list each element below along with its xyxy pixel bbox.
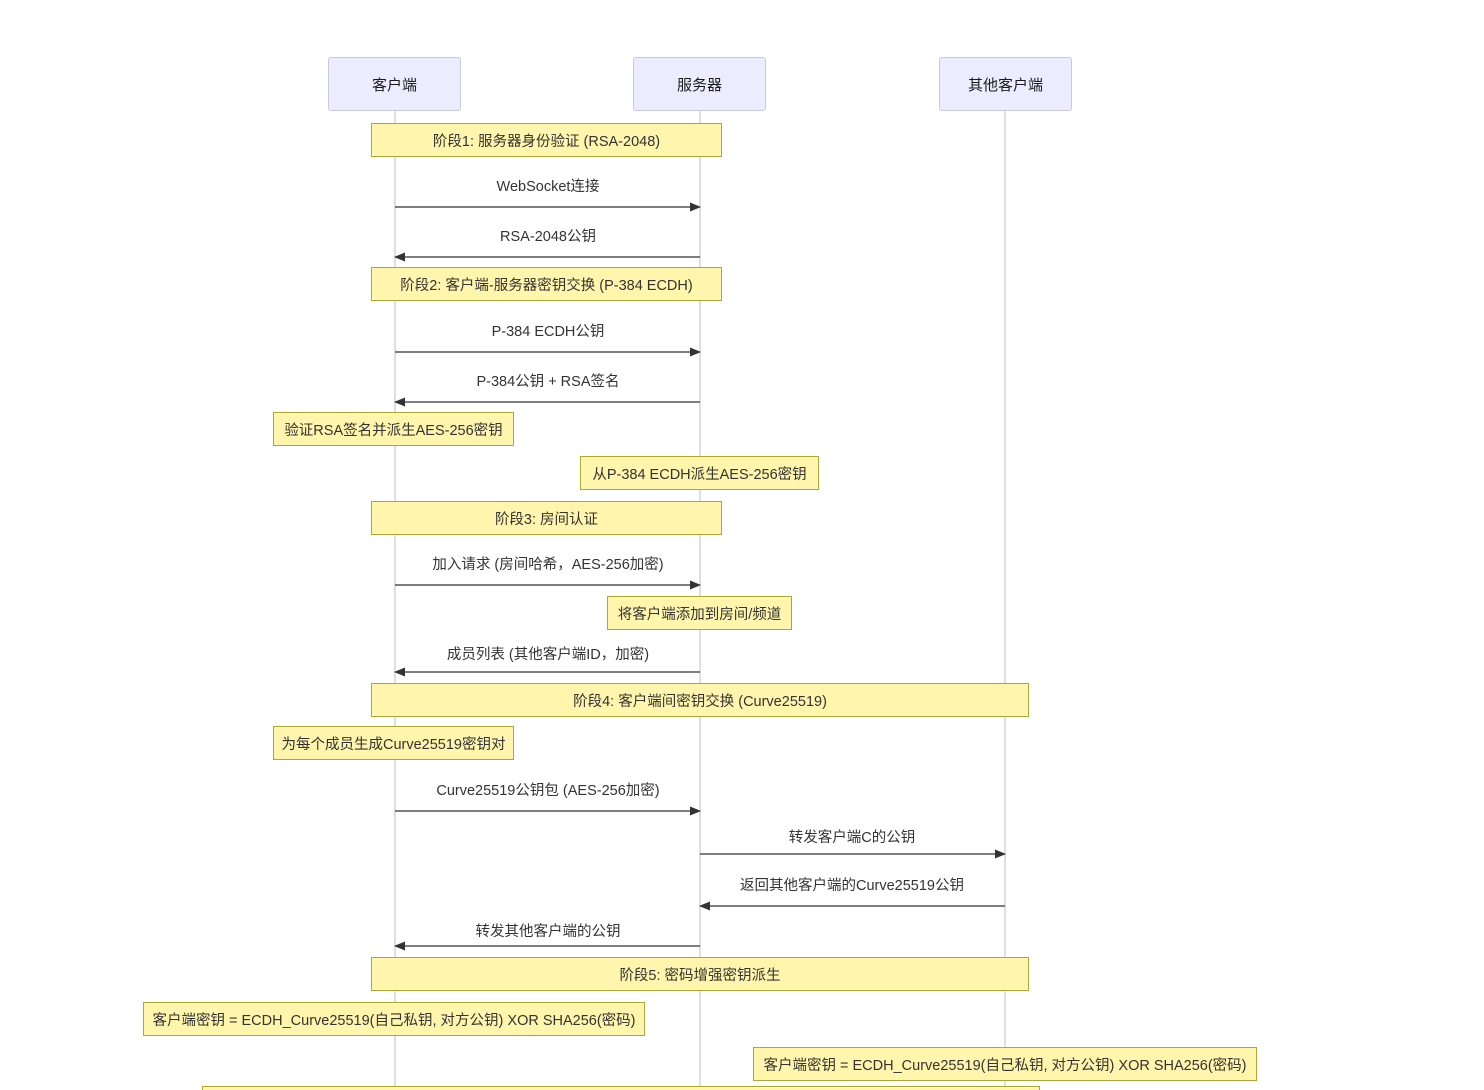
message-label: RSA-2048公钥 [500,229,596,245]
phase-note-2-label: 阶段2: 客户端-服务器密钥交换 (P-384 ECDH) [400,277,693,294]
message-label: Curve25519公钥包 (AES-256加密) [436,783,660,799]
message-label: 返回其他客户端的Curve25519公钥 [740,878,964,894]
message-label: P-384公钥 + RSA签名 [476,374,620,390]
note-generate-keypairs: 为每个成员生成Curve25519密钥对 [273,726,514,760]
phase-note-5-label: 阶段5: 密码增强密钥派生 [619,967,781,984]
phase-note-4-label: 阶段4: 客户端间密钥交换 (Curve25519) [573,693,827,710]
message-label: 成员列表 (其他客户端ID，加密) [446,647,650,663]
note-label: 从P-384 ECDH派生AES-256密钥 [592,466,807,483]
message-label: 转发其他客户端的公钥 [475,924,621,940]
message-label: P-384 ECDH公钥 [491,324,605,340]
phase-note-4: 阶段4: 客户端间密钥交换 (Curve25519) [371,683,1029,717]
note-client-key-formula-client: 客户端密钥 = ECDH_Curve25519(自己私钥, 对方公钥) XOR … [143,1002,645,1036]
phase-note-5: 阶段5: 密码增强密钥派生 [371,957,1029,991]
message-label: 转发客户端C的公钥 [788,830,916,846]
actor-label-server: 服务器 [676,76,722,94]
actor-box-client: 客户端 [328,57,461,111]
note-derive-aes: 从P-384 ECDH派生AES-256密钥 [580,456,819,490]
actor-label-client: 客户端 [371,76,417,94]
note-label: 客户端密钥 = ECDH_Curve25519(自己私钥, 对方公钥) XOR … [763,1057,1247,1074]
phase-note-3-label: 阶段3: 房间认证 [494,511,599,528]
phase-note-1: 阶段1: 服务器身份验证 (RSA-2048) [371,123,722,157]
actor-label-others: 其他客户端 [967,76,1043,94]
message-label: 加入请求 (房间哈希，AES-256加密) [432,557,664,573]
note-verify-rsa: 验证RSA签名并派生AES-256密钥 [273,412,514,446]
note-client-key-formula-others: 客户端密钥 = ECDH_Curve25519(自己私钥, 对方公钥) XOR … [753,1047,1257,1081]
note-label: 客户端密钥 = ECDH_Curve25519(自己私钥, 对方公钥) XOR … [152,1012,636,1029]
actor-box-server: 服务器 [633,57,766,111]
note-label: 将客户端添加到房间/频道 [617,606,782,623]
actor-box-others: 其他客户端 [939,57,1072,111]
note-label: 验证RSA签名并派生AES-256密钥 [284,422,503,439]
message-label: WebSocket连接 [496,179,600,195]
phase-note-2: 阶段2: 客户端-服务器密钥交换 (P-384 ECDH) [371,267,722,301]
phase-note-1-label: 阶段1: 服务器身份验证 (RSA-2048) [432,133,661,150]
note-label: 为每个成员生成Curve25519密钥对 [281,736,506,753]
phase-note-3: 阶段3: 房间认证 [371,501,722,535]
note-cutoff-bottom [202,1086,1040,1090]
note-add-client-to-room: 将客户端添加到房间/频道 [607,596,792,630]
